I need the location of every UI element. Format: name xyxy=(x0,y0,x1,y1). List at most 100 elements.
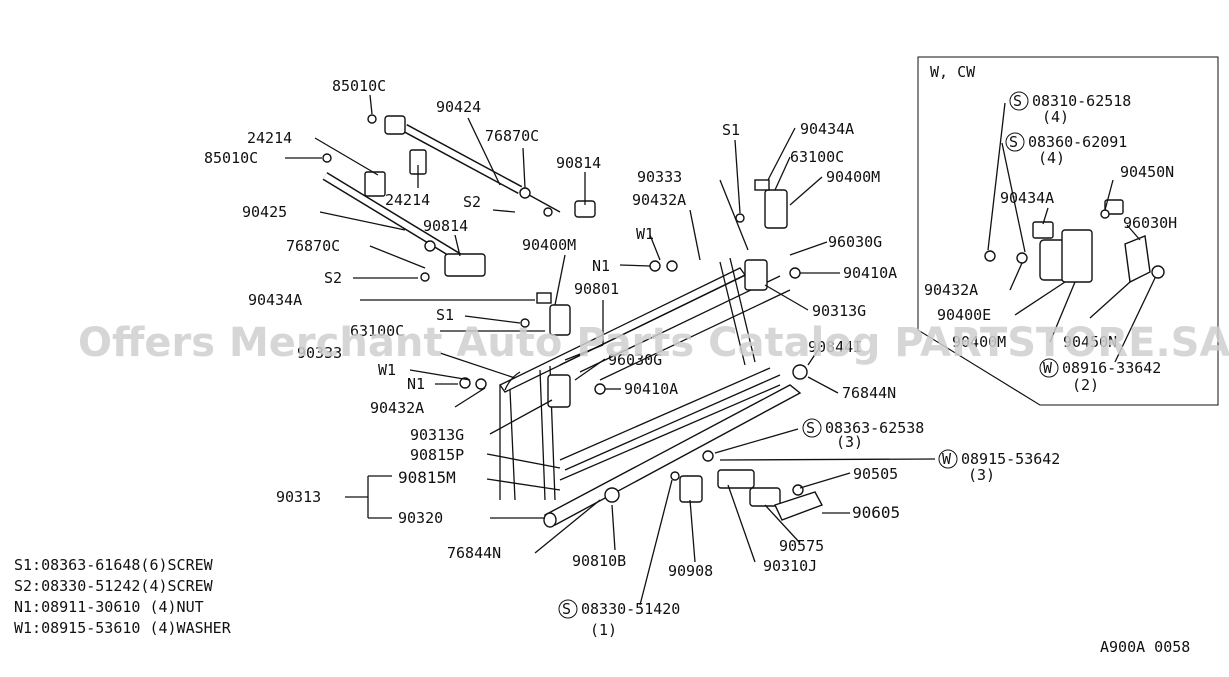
label-08363-62538: 08363-62538 xyxy=(825,419,924,437)
label-90313G: 90313G xyxy=(410,426,464,444)
label-S1: S1 xyxy=(436,306,454,324)
label-08915-53642: 08915-53642 xyxy=(961,450,1060,468)
label-W1: W1 xyxy=(636,225,654,243)
label-N1: N1 xyxy=(592,257,610,275)
label-qty: (3) xyxy=(836,433,863,451)
label-24214: 24214 xyxy=(385,191,430,209)
label-90815P: 90815P xyxy=(410,446,464,464)
fastener-legend: S1:08363-61648(6)SCREW S2:08330-51242(4)… xyxy=(14,556,232,637)
s-mark-text: S xyxy=(806,419,815,437)
label-qty: (3) xyxy=(968,466,995,484)
label-76844N: 76844N xyxy=(842,384,896,402)
label-90400M: 90400M xyxy=(952,333,1006,351)
part-90575 xyxy=(749,487,781,507)
label-qty: (4) xyxy=(1042,108,1069,126)
w-mark-icon xyxy=(938,449,958,469)
s-mark-text: S xyxy=(562,600,571,618)
label-76844N: 76844N xyxy=(447,544,501,562)
clip-63100C xyxy=(754,179,770,191)
special-fastener-labels: S 08363-62538 (3) W 08915-53642 (3) S 08… xyxy=(558,418,1060,639)
label-S1: S1 xyxy=(722,121,740,139)
clip-90434A-left xyxy=(536,292,552,304)
label-08310-62518: 08310-62518 xyxy=(1032,92,1131,110)
label-90333: 90333 xyxy=(297,344,342,362)
label-90450N: 90450N xyxy=(1063,333,1117,351)
label-qty: (1) xyxy=(590,621,617,639)
label-90424: 90424 xyxy=(436,98,481,116)
label-90505: 90505 xyxy=(853,465,898,483)
label-90434A: 90434A xyxy=(1000,189,1054,207)
label-63100C: 63100C xyxy=(350,322,404,340)
cap-76844N xyxy=(792,364,808,380)
label-96030G: 96030G xyxy=(608,351,662,369)
label-90425: 90425 xyxy=(242,203,287,221)
label-90410A: 90410A xyxy=(624,380,678,398)
inset-labels: W, CW S 08310-62518 (4) S 08360-62091 (4… xyxy=(924,63,1177,394)
label-90432A: 90432A xyxy=(632,191,686,209)
label-W1: W1 xyxy=(378,361,396,379)
label-90400M: 90400M xyxy=(522,236,576,254)
screw-s1-right xyxy=(735,213,745,223)
label-qty: (4) xyxy=(1038,149,1065,167)
stay-lower xyxy=(322,153,486,282)
screw-08330 xyxy=(670,471,680,481)
label-90313: 90313 xyxy=(276,488,321,506)
legend-row: S2:08330-51242(4)SCREW xyxy=(14,577,214,595)
legend-row: S1:08363-61648(6)SCREW xyxy=(14,556,214,574)
label-08360-62091: 08360-62091 xyxy=(1028,133,1127,151)
bracket-90400M-right xyxy=(764,189,788,229)
inset-title: W, CW xyxy=(930,63,976,81)
legend-row: N1:08911-30610 (4)NUT xyxy=(14,598,204,616)
label-90400M: 90400M xyxy=(826,168,880,186)
label-96030H: 96030H xyxy=(1123,214,1177,232)
label-qty: (2) xyxy=(1072,376,1099,394)
label-90575: 90575 xyxy=(779,537,824,555)
s-mark-icon xyxy=(558,599,578,619)
diagram-code: A900A 0058 xyxy=(1100,638,1190,656)
part-90605 xyxy=(774,491,823,521)
part-90310J xyxy=(717,469,755,489)
label-90801: 90801 xyxy=(574,280,619,298)
s-mark-text: S xyxy=(1009,133,1018,151)
bracket-90400M xyxy=(549,304,571,336)
s-mark-icon xyxy=(802,418,822,438)
part-90505 xyxy=(792,484,804,496)
cap-90810B xyxy=(604,487,620,503)
label-90814: 90814 xyxy=(556,154,601,172)
gate-frame xyxy=(499,257,791,501)
label-90410A: 90410A xyxy=(843,264,897,282)
hinge-right xyxy=(744,259,768,291)
legend-row: W1:08915-53610 (4)WASHER xyxy=(14,619,232,637)
washer-w1-mid xyxy=(666,260,678,272)
label-90450N: 90450N xyxy=(1120,163,1174,181)
watermark: Offers Merchant Auto Parts Catalog PARTS… xyxy=(78,320,1229,366)
label-90434A: 90434A xyxy=(248,291,302,309)
inset-leader xyxy=(917,329,1041,406)
label-90320: 90320 xyxy=(398,509,443,527)
hinge-left xyxy=(547,374,571,408)
bolt-90410A-right xyxy=(789,267,801,279)
label-S2: S2 xyxy=(324,269,342,287)
label-90400E: 90400E xyxy=(937,306,991,324)
nut-n1-mid xyxy=(649,260,661,272)
leader-lines xyxy=(285,94,1156,606)
washer-w1-left xyxy=(475,378,487,390)
inset-frame xyxy=(917,56,1219,406)
label-76870C: 76870C xyxy=(286,237,340,255)
label-90815M: 90815M xyxy=(398,468,456,487)
label-90810B: 90810B xyxy=(572,552,626,570)
s-mark-icon xyxy=(1009,91,1029,111)
w-mark-text: W xyxy=(1043,359,1053,377)
label-63100C: 63100C xyxy=(790,148,844,166)
label-08330-51420: 08330-51420 xyxy=(581,600,680,618)
part-90908 xyxy=(679,475,703,503)
w-mark-text: W xyxy=(942,450,952,468)
label-90434A: 90434A xyxy=(800,120,854,138)
label-24214: 24214 xyxy=(247,129,292,147)
label-76870C: 76870C xyxy=(485,127,539,145)
label-S2: S2 xyxy=(463,193,481,211)
s-mark-text: S xyxy=(1013,92,1022,110)
label-90814: 90814 xyxy=(423,217,468,235)
label-96030G: 96030G xyxy=(828,233,882,251)
